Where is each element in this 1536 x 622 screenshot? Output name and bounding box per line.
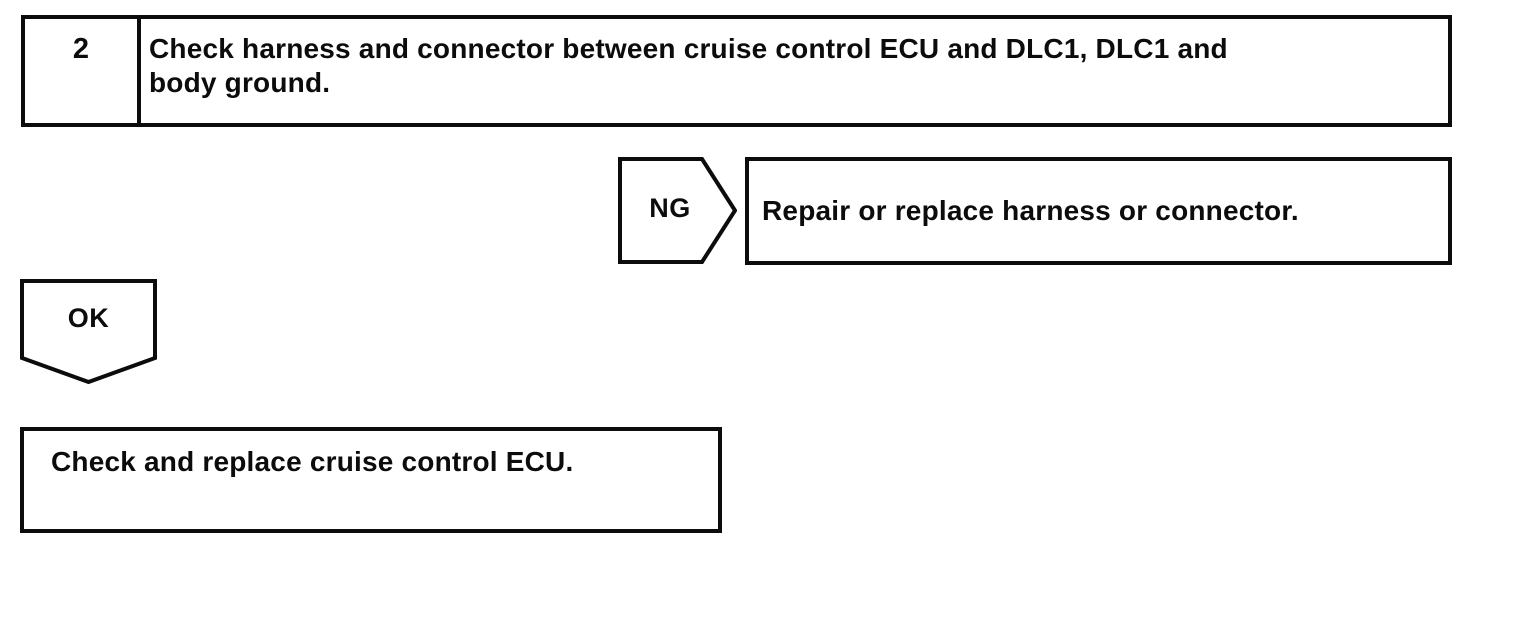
step-instruction-text: Check harness and connector between crui… [149, 33, 1228, 98]
ng-label: NG [649, 193, 691, 223]
ng-action-box: Repair or replace harness or connector. [745, 157, 1452, 265]
result-box: Check and replace cruise control ECU. [20, 427, 722, 533]
ok-pentagon-shape [20, 279, 157, 384]
step-number: 2 [25, 19, 141, 123]
ok-label: OK [67, 303, 110, 333]
ok-connector: OK [20, 279, 157, 384]
step-box: 2 Check harness and connector between cr… [21, 15, 1452, 127]
result-text: Check and replace cruise control ECU. [51, 446, 574, 477]
ng-action-text: Repair or replace harness or connector. [762, 195, 1299, 226]
ng-connector: NG [618, 157, 737, 264]
ng-pentagon-shape [618, 157, 737, 264]
